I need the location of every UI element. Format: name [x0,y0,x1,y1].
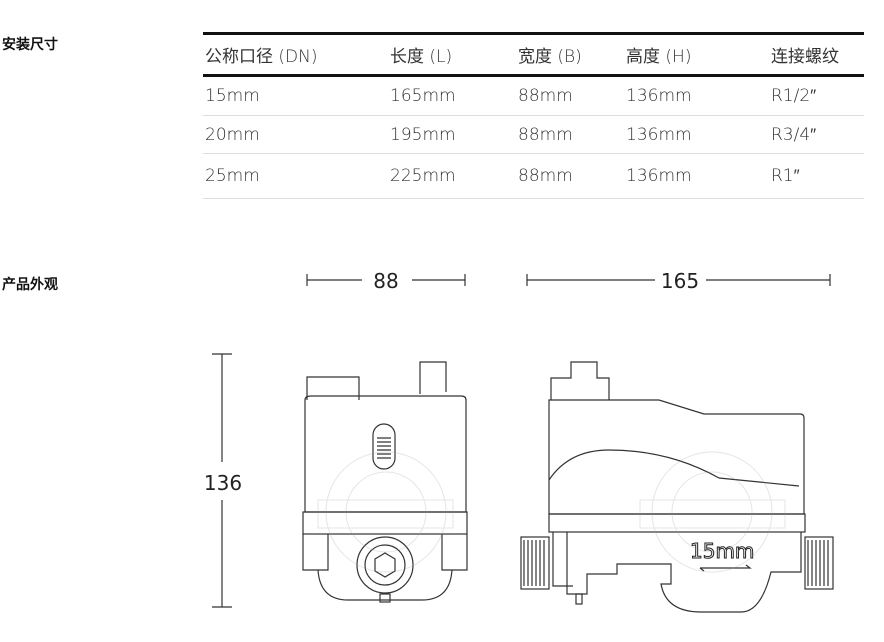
cell-length: 195mm [390,124,456,145]
cell-thread: R1″ [771,166,800,186]
cell-height: 136mm [626,166,692,186]
header-height: 高度 (H) [626,47,692,67]
table-row: 25mm 225mm 88mm 136mm R1″ [203,154,864,199]
watermark [317,451,786,573]
table-row: 15mm 165mm 88mm 136mm R1/2″ [203,76,864,116]
height-dimension: 136 [204,353,242,608]
header-length: 长度 (L) [390,47,453,67]
cell-dn: 15mm [205,86,260,106]
height-label: 136 [204,471,242,495]
header-dn: 公称口径 (DN) [205,47,318,67]
cell-thread: R3/4″ [771,124,817,145]
cell-dn: 20mm [205,124,260,145]
header-thread: 连接螺纹 [771,47,839,67]
front-view [302,361,468,603]
cell-height: 136mm [626,86,692,106]
width-label: 88 [373,269,398,293]
table-row: 20mm 195mm 88mm 136mm R3/4″ [203,116,864,154]
length-label: 165 [661,269,699,293]
section-label-install-size: 安装尺寸 [2,37,58,53]
cell-height: 136mm [626,124,692,145]
header-width: 宽度 (B) [518,47,582,67]
cell-width: 88mm [518,124,573,145]
side-view [520,361,834,613]
cell-width: 88mm [518,86,573,106]
section-label-appearance: 产品外观 [2,277,58,293]
length-dimension: 165 [526,269,831,293]
table-header: 公称口径 (DN) 长度 (L) 宽度 (B) 高度 (H) 连接螺纹 [203,33,864,76]
width-dimension: 88 [306,269,466,293]
size-mark: 15mm [690,539,754,563]
cell-width: 88mm [518,166,573,186]
cell-length: 165mm [390,86,456,106]
cell-length: 225mm [390,166,456,186]
cell-dn: 25mm [205,166,260,186]
size-table: 公称口径 (DN) 长度 (L) 宽度 (B) 高度 (H) 连接螺纹 15mm… [203,32,864,199]
cell-thread: R1/2″ [771,86,817,106]
